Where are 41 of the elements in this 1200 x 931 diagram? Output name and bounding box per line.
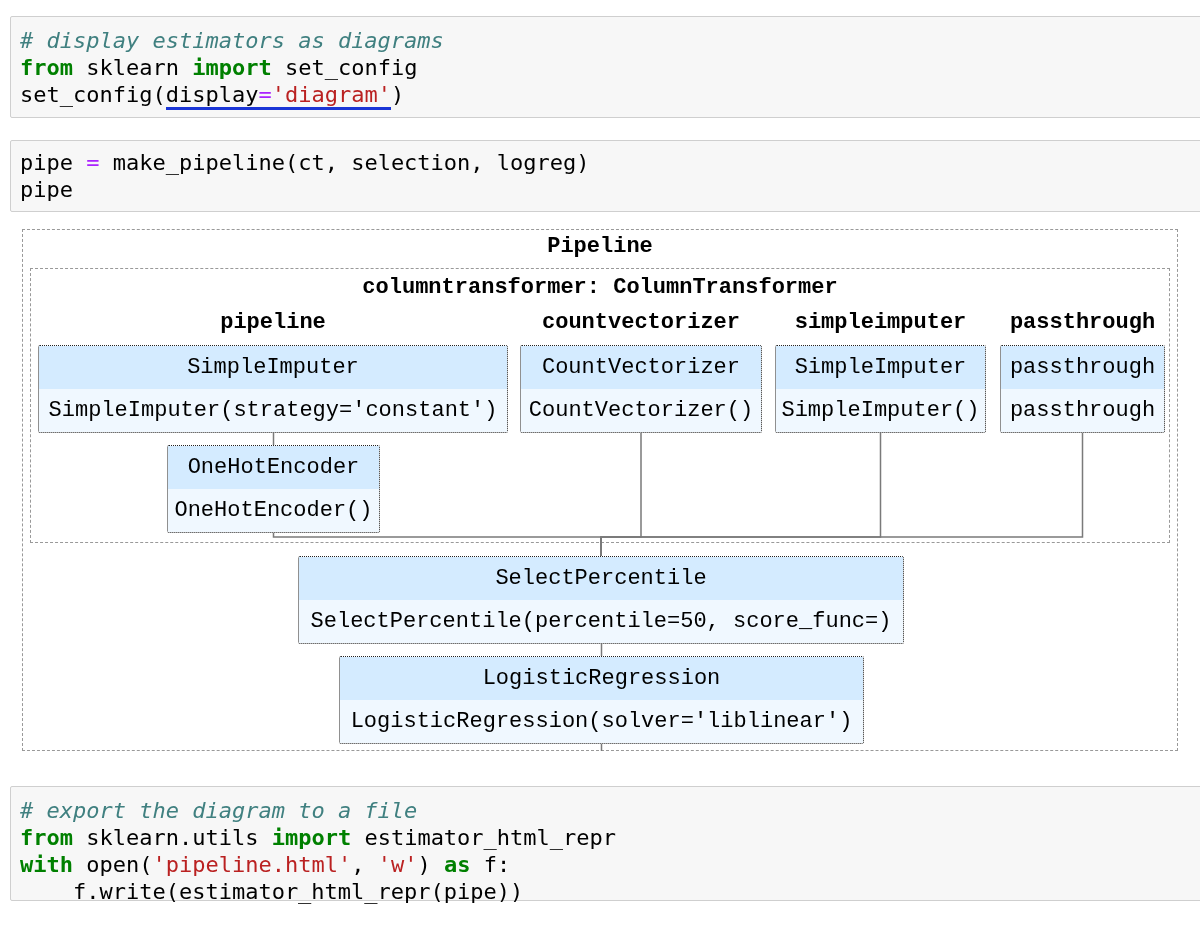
code-comment: # display estimators as diagrams <box>20 27 444 54</box>
estimator-box <box>38 345 508 433</box>
estimator-name: SimpleImputer <box>39 346 507 389</box>
estimator-name: SimpleImputer <box>776 346 985 389</box>
branch-label: simpleimputer <box>794 310 967 336</box>
branch-label: passthrough <box>1009 310 1156 336</box>
estimator-box <box>339 656 864 744</box>
estimator-box <box>1000 345 1165 433</box>
estimator-params: OneHotEncoder() <box>168 489 379 532</box>
estimator-params: CountVectorizer() <box>521 389 761 432</box>
code-comment: # export the diagram to a file <box>20 797 418 824</box>
estimator-name: CountVectorizer <box>521 346 761 389</box>
code-line: pipe <box>20 176 73 203</box>
estimator-name: passthrough <box>1001 346 1164 389</box>
estimator-box <box>775 345 986 433</box>
estimator-params: SimpleImputer(strategy='constant') <box>39 389 507 432</box>
code-line: with open('pipeline.html', 'w') as f: <box>20 851 511 878</box>
estimator-box <box>167 445 380 533</box>
dashed-container <box>22 229 1178 751</box>
estimator-name: OneHotEncoder <box>168 446 379 489</box>
code-line: pipe = make_pipeline(ct, selection, logreg) <box>20 149 590 176</box>
estimator-params: LogisticRegression(solver='liblinear') <box>340 700 863 743</box>
branch-label: countvectorizer <box>542 310 740 336</box>
group-title: Pipeline <box>547 234 653 260</box>
branch-label: pipeline <box>220 310 326 336</box>
connector-line <box>272 432 275 446</box>
group-title: columntransformer: ColumnTransformer <box>362 275 838 301</box>
dashed-container <box>30 268 1170 543</box>
code-line: from sklearn import set_config <box>20 54 418 81</box>
estimator-params: SimpleImputer() <box>776 389 985 432</box>
code-line: from sklearn.utils import estimator_html_repr <box>20 824 617 851</box>
estimator-box <box>298 556 904 644</box>
code-line: f.write(estimator_html_repr(pipe)) <box>72 878 524 905</box>
estimator-name: SelectPercentile <box>299 557 903 600</box>
estimator-name: LogisticRegression <box>340 657 863 700</box>
code-line: set_config(display='diagram') <box>20 81 405 108</box>
estimator-params: SelectPercentile(percentile=50, score_func=) <box>299 600 903 643</box>
connector-line <box>600 743 603 752</box>
estimator-params: passthrough <box>1001 389 1164 432</box>
estimator-box <box>520 345 762 433</box>
connector-line <box>600 643 603 657</box>
